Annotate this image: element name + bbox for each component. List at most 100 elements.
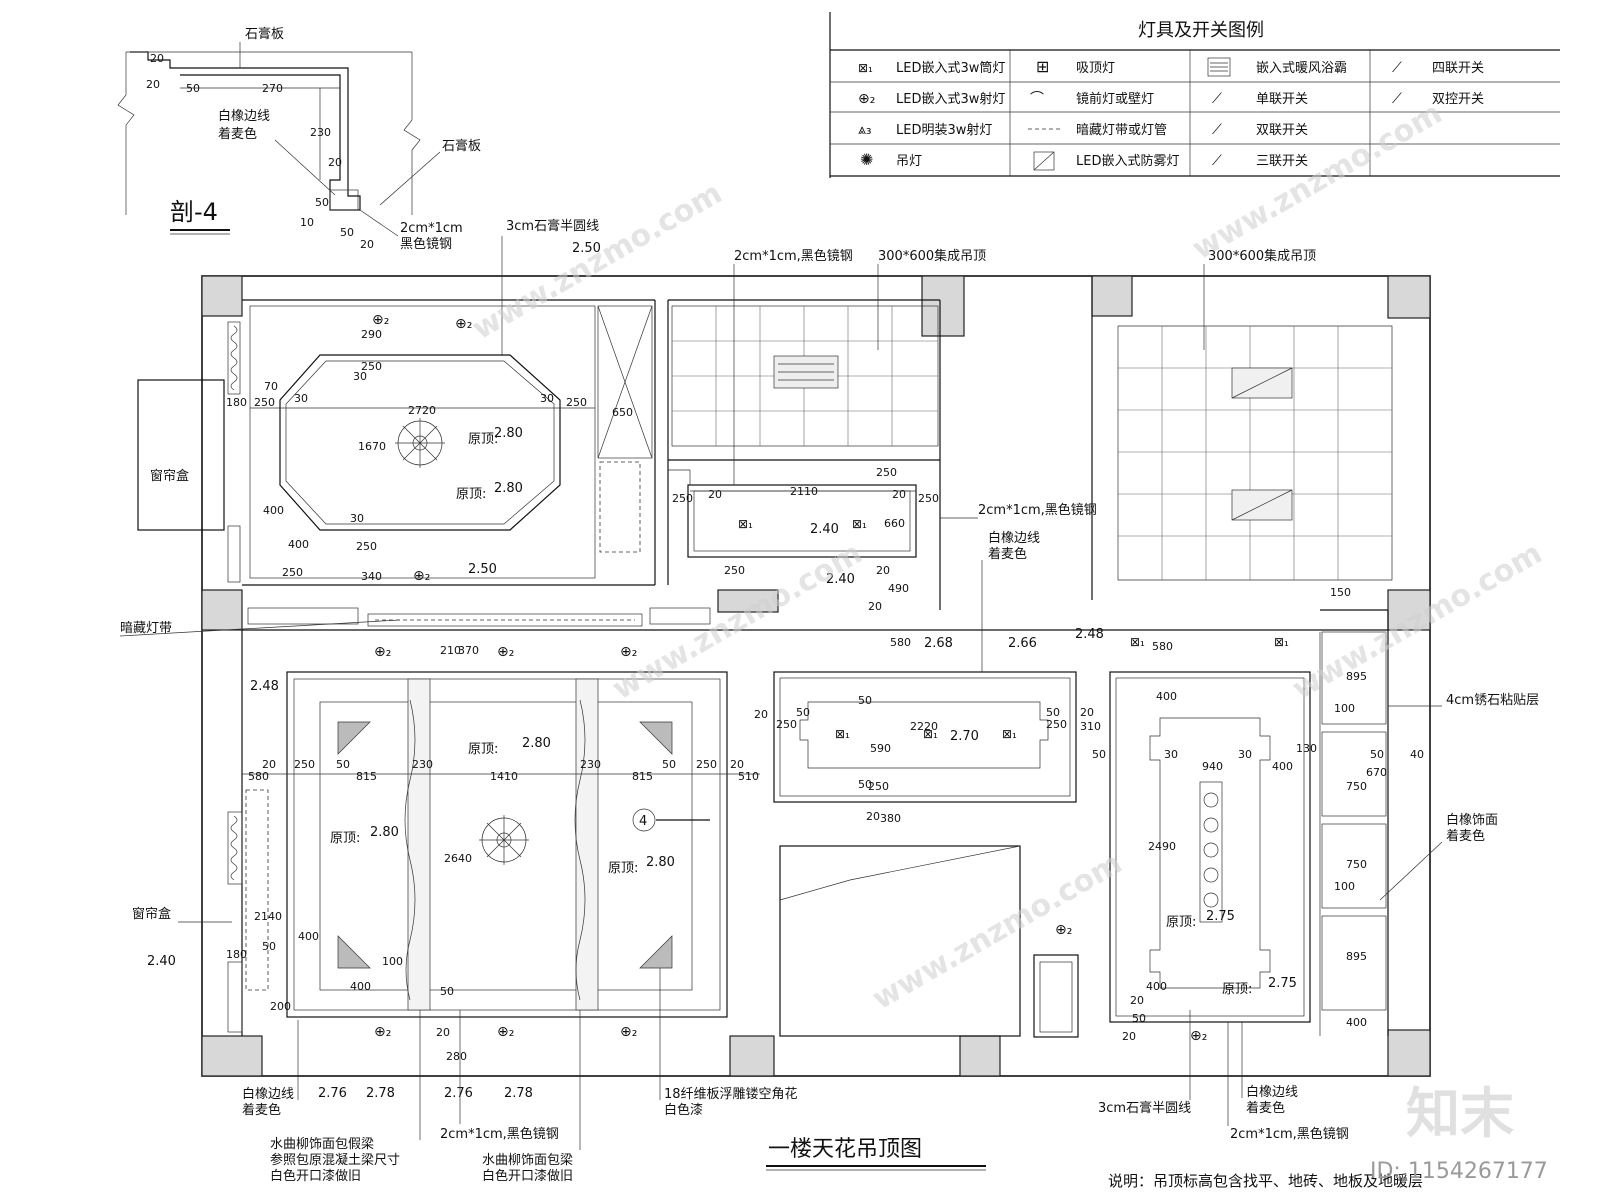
section-dim: 50 — [315, 196, 329, 209]
dining-ceiling — [773, 671, 1077, 803]
grid-ceiling-label: 300*600集成吊顶 — [1208, 248, 1316, 264]
legend-label: LED明装3w射灯 — [896, 122, 992, 138]
dim: 100 — [1334, 880, 1355, 893]
dim: 50 — [796, 706, 810, 719]
grid-ceiling-label: 300*600集成吊顶 — [878, 248, 986, 264]
dim: 250 — [868, 780, 889, 793]
spotlight-icon: ⊕₂ — [455, 316, 472, 332]
kitchen-grid-ceiling — [1117, 325, 1393, 581]
dim: 2220 — [910, 720, 938, 733]
downlight-icon: ⊠₁ — [1130, 635, 1145, 649]
dim: 400 — [1272, 760, 1293, 773]
legend-label: 三联开关 — [1256, 154, 1308, 169]
legend-label: 暗藏灯带或灯管 — [1076, 123, 1167, 138]
dim: 250 — [566, 396, 587, 409]
dim: 380 — [880, 812, 901, 825]
dim: 2640 — [444, 852, 472, 865]
dim: 180 — [226, 396, 247, 409]
steel-profile — [329, 189, 359, 211]
section-label-oak-edge: 白橡边线 — [218, 108, 270, 124]
dim: 50 — [1046, 706, 1060, 719]
section-label-gypsum-top: 石膏板 — [245, 26, 284, 42]
plan-title: 一楼天花吊顶图 — [768, 1137, 922, 1162]
section-dim: 50 — [340, 226, 354, 239]
legend-label: 单联开关 — [1256, 92, 1308, 107]
chandelier-icon: ✺ — [860, 150, 873, 169]
dim: 30 — [1164, 748, 1178, 761]
spotlight-icon: ⊕₂ — [413, 568, 430, 584]
dim: 400 — [263, 504, 284, 517]
dim: 1670 — [358, 440, 386, 453]
level-mark: 2.80 — [522, 736, 551, 751]
dim: 400 — [1346, 1016, 1367, 1029]
dim: 50 — [662, 758, 676, 771]
dim: 370 — [458, 644, 479, 657]
dim: 250 — [724, 564, 745, 577]
dim: 100 — [382, 955, 403, 968]
dim: 250 — [1046, 718, 1067, 731]
spotlight-icon: ⊕₂ — [497, 1024, 514, 1040]
double-switch-icon: ⟋ — [1212, 122, 1222, 138]
beam-label: 白色开口漆做旧 — [482, 1168, 573, 1184]
dim: 510 — [738, 770, 759, 783]
dim: 50 — [262, 940, 276, 953]
level-mark: 2.48 — [1075, 627, 1104, 642]
oak-edge-color-label: 着麦色 — [242, 1102, 281, 1118]
oak-face-label: 白橡饰面 — [1446, 812, 1498, 828]
site-watermark: www.znzmo.com — [467, 176, 729, 347]
bath-heater-icon — [1207, 57, 1231, 77]
spotlight-icon: ⊕₂ — [497, 644, 514, 660]
dim: 2110 — [790, 485, 818, 498]
dim: 20 — [730, 758, 744, 771]
oak-edge-label: 白橡边线 — [1246, 1084, 1298, 1100]
dim: 580 — [890, 636, 911, 649]
dim: 100 — [1334, 702, 1355, 715]
dim: 20 — [754, 708, 768, 721]
dim: 290 — [361, 328, 382, 341]
beam-label: 白色开口漆做旧 — [270, 1168, 361, 1184]
chandelier-icon — [395, 418, 445, 468]
quad-switch-icon: ⟋ — [1392, 60, 1402, 76]
mirror-steel-label: 2cm*1cm,黑色镜钢 — [734, 248, 853, 264]
section-dim: 10 — [300, 216, 314, 229]
oak-edge-label: 白橡边线 — [242, 1086, 294, 1102]
living-room-ceiling — [286, 671, 728, 1018]
dim: 180 — [226, 948, 247, 961]
spotlight-icon: ⊕₂ — [620, 644, 637, 660]
dim: 580 — [1152, 640, 1173, 653]
dim: 750 — [1346, 858, 1367, 871]
dim: 750 — [1346, 780, 1367, 793]
two-way-switch-icon: ⟋ — [1392, 91, 1402, 107]
level-markers: 2.50 2.80 2.80 2.50 2.40 2.40 2.68 2.66 … — [147, 241, 1297, 1101]
dim: 250 — [918, 492, 939, 505]
brand-watermark: 知末 — [1406, 1082, 1514, 1145]
dimensions: 290 250 30 180 70 250 30 2720 30 250 650… — [226, 328, 1424, 1063]
dim: 20 — [866, 810, 880, 823]
dim: 50 — [1370, 748, 1384, 761]
spotlight-icon: ⊕₂ — [858, 91, 875, 107]
level-mark: 2.76 — [318, 1086, 347, 1101]
level-mark: 2.40 — [147, 954, 176, 969]
dim: 20 — [1080, 706, 1094, 719]
dim: 150 — [1330, 586, 1351, 599]
dim: 20 — [876, 564, 890, 577]
curtain-box-label: 窗帘盒 — [150, 468, 189, 484]
mirror-steel-label: 2cm*1cm,黑色镜钢 — [440, 1126, 559, 1142]
site-watermark: www.znzmo.com — [1287, 536, 1549, 707]
dim: 280 — [446, 1050, 467, 1063]
legend-label: 吸顶灯 — [1076, 61, 1115, 76]
single-switch-icon: ⟋ — [1212, 91, 1222, 107]
downlight-icon: ⊠₁ — [852, 517, 867, 531]
dim: 250 — [254, 396, 275, 409]
original-ceiling-label: 原顶: — [608, 861, 638, 876]
floor-plan — [137, 275, 1431, 1077]
section-title: 剖-4 — [170, 198, 218, 226]
section-dim: 230 — [310, 126, 331, 139]
dim: 230 — [580, 758, 601, 771]
dim: 400 — [298, 930, 319, 943]
level-mark: 2.78 — [504, 1086, 533, 1101]
section-detail: 石膏板 石膏板 白橡边线 着麦色 2cm*1cm 黑色镜钢 20 20 50 2… — [117, 26, 481, 252]
dim: 50 — [336, 758, 350, 771]
dim: 815 — [632, 770, 653, 783]
